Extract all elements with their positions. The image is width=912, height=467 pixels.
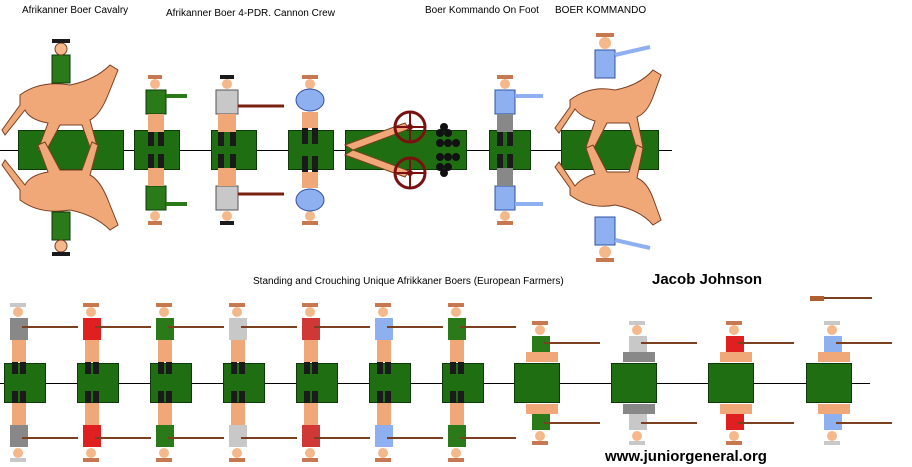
cannon-figure	[343, 110, 460, 190]
farmer-standing-darkred	[302, 303, 370, 462]
top-row-center-line	[0, 150, 672, 151]
bottom-row-center-line	[0, 383, 870, 384]
farmer-crouching-grey	[623, 321, 697, 445]
farmer-crouching-blue	[818, 321, 892, 445]
farmer-base-10	[708, 363, 754, 403]
farmer-crouching-green	[526, 321, 600, 445]
crew-figure-grey	[215, 75, 284, 225]
crew-figure-blue	[295, 75, 325, 225]
farmer-base-9	[611, 363, 657, 403]
cannon-crew-label: Afrikanner Boer 4-PDR. Cannon Crew	[166, 8, 335, 19]
cavalry-label: Afrikanner Boer Cavalry	[22, 5, 129, 16]
farmer-base-8	[514, 363, 560, 403]
rifle-icon	[810, 296, 872, 301]
website-url: www.juniorgeneral.org	[605, 448, 767, 465]
crew-figure-green	[145, 75, 187, 225]
farmer-standing-green-2	[448, 303, 516, 462]
kommando-horse-figure	[554, 33, 662, 262]
cavalry-horse-figure	[1, 39, 119, 256]
kommando-foot-figure	[494, 75, 543, 225]
crew-base-3	[288, 130, 334, 170]
farmer-standing-grey	[10, 303, 78, 462]
farmer-base-11	[806, 363, 852, 403]
farmers-label: Standing and Crouching Unique Afrikkaner…	[253, 276, 564, 287]
farmer-standing-lightgrey	[229, 303, 297, 462]
kommando-label: BOER KOMMANDO	[555, 5, 647, 16]
farmer-standing-green	[156, 303, 224, 462]
author-name: Jacob Johnson	[652, 271, 763, 288]
farmer-crouching-red	[720, 321, 794, 445]
farmer-standing-blue	[375, 303, 443, 462]
kommando-on-foot-label: Boer Kommando On Foot	[425, 5, 539, 16]
farmer-standing-red	[83, 303, 151, 462]
